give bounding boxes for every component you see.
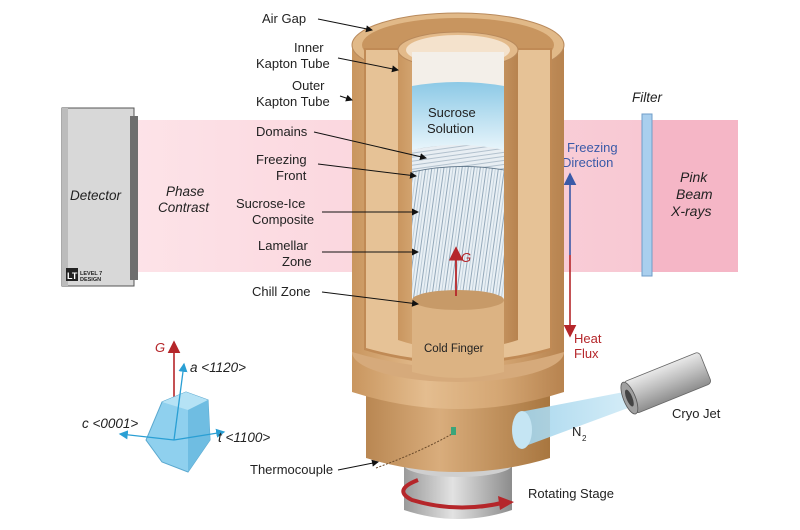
cryo-jet-label: Cryo Jet — [672, 406, 721, 421]
svg-text:DESIGN: DESIGN — [80, 277, 101, 283]
domains-leader — [313, 131, 427, 161]
domains — [412, 145, 504, 172]
sucrose-solution-label-2: Solution — [427, 121, 474, 136]
svg-text:LT: LT — [67, 271, 78, 281]
sucrose-ice-label-1: Sucrose-Ice — [236, 196, 305, 211]
sucrose-solution — [412, 82, 504, 150]
g-vector-label: G — [461, 250, 471, 265]
crystal-g-label: G — [155, 340, 165, 355]
heat-flux-label-2: Flux — [574, 346, 599, 361]
lamellar-zone-label-2: Zone — [282, 254, 312, 269]
crystal-a-label: a <1120> — [190, 360, 246, 375]
crystal-a-axis — [173, 362, 188, 441]
inner-kapton-label-1: Inner — [294, 40, 324, 55]
thermocouple — [451, 427, 456, 435]
chill-zone-leader — [321, 291, 419, 307]
outer-kapton-label-1: Outer — [292, 78, 325, 93]
n2-spray — [520, 392, 628, 448]
freezing-front-leader — [317, 163, 417, 179]
inner-kapton-label-2: Kapton Tube — [256, 56, 330, 71]
filter — [641, 113, 653, 277]
phase-contrast-label-2: Contrast — [158, 200, 210, 215]
freezing-direction-label-1: Freezing — [567, 140, 618, 155]
svg-text:LEVEL 7: LEVEL 7 — [80, 271, 102, 277]
pink-beam-label-2: Beam — [676, 186, 713, 202]
cryo-jet: Cryo Jet N 2 — [512, 352, 721, 449]
sucrose-ice-label-2: Composite — [252, 212, 314, 227]
thermocouple-label: Thermocouple — [250, 462, 333, 477]
pink-beam-label-3: X-rays — [670, 203, 711, 219]
crystal-orientation-inset: G a <1120> c <0001> t <1100> — [82, 340, 270, 473]
outer-kapton-leader — [339, 94, 353, 102]
n2-subscript: 2 — [582, 434, 587, 443]
detector: Detector LT LEVEL 7 DESIGN — [61, 107, 138, 287]
rotation-arrow — [401, 478, 507, 510]
heat-flux-label-1: Heat — [574, 331, 602, 346]
level7-design-logo: LT LEVEL 7 DESIGN — [66, 268, 102, 283]
lamellar-zone — [412, 166, 504, 302]
outer-kapton-label-2: Kapton Tube — [256, 94, 330, 109]
cold-finger-label: Cold Finger — [424, 343, 484, 355]
freezing-direction-label-2: Direction — [562, 155, 613, 170]
freezing-front-label-1: Freezing — [256, 152, 307, 167]
pink-beam-label-1: Pink — [680, 169, 708, 185]
lamellar-zone-label-1: Lamellar — [258, 238, 309, 253]
filter-label: Filter — [632, 90, 663, 105]
cold-finger: Cold Finger — [412, 290, 504, 378]
crystal-t-axis — [173, 428, 226, 441]
air-gap-label: Air Gap — [262, 11, 306, 26]
chill-zone-label: Chill Zone — [252, 284, 311, 299]
phase-contrast-label-1: Phase — [166, 184, 204, 199]
freezing-front-label-2: Front — [276, 168, 307, 183]
crystal-t-label: t <1100> — [218, 430, 270, 445]
freezing-front — [411, 166, 505, 173]
air-gap-leader — [317, 18, 373, 33]
n2-label: N — [572, 424, 581, 439]
sucrose-solution-label-1: Sucrose — [428, 105, 476, 120]
beam-source-region — [652, 120, 738, 272]
detector-label: Detector — [70, 188, 122, 203]
crystal-c-label: c <0001> — [82, 416, 138, 431]
domains-label: Domains — [256, 124, 308, 139]
rotating-stage-label: Rotating Stage — [528, 486, 614, 501]
inner-kapton-leader — [337, 57, 399, 73]
crystal-c-axis — [118, 430, 175, 441]
